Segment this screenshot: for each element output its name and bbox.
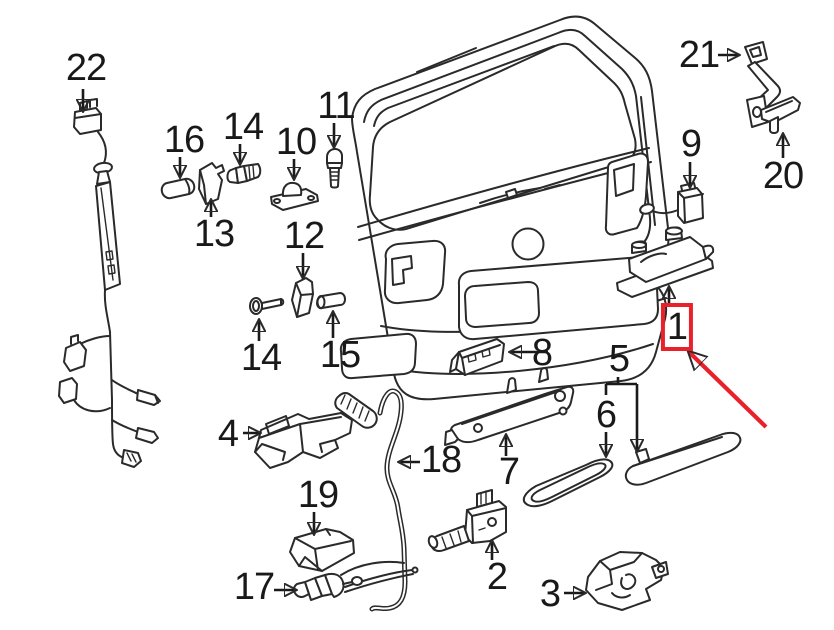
part-21-support-bracket-drawing bbox=[744, 41, 781, 128]
part-12-wedge-drawing bbox=[291, 277, 314, 318]
callout-19-boot-cover[interactable]: 19 bbox=[297, 474, 339, 516]
part-10-striker-drawing bbox=[270, 181, 319, 211]
callout-13-bracket[interactable]: 13 bbox=[193, 213, 235, 255]
part-6-handle-seal-drawing bbox=[522, 458, 614, 508]
part-4-mounting-bracket-drawing bbox=[254, 412, 353, 469]
callout-20-lamp-lens[interactable]: 20 bbox=[762, 155, 804, 197]
callout-5-outer-handle[interactable]: 5 bbox=[608, 338, 630, 380]
emblem-circle bbox=[511, 227, 545, 261]
tailgate-panel-drawing bbox=[339, 15, 670, 401]
leader-arrow-layer bbox=[83, 55, 783, 593]
part-22-wiring-harness-drawing bbox=[58, 98, 161, 468]
part-2-lock-cylinder-drawing bbox=[427, 489, 507, 552]
callout-11-bolt[interactable]: 11 bbox=[317, 85, 355, 127]
part-19-boot-cover-drawing bbox=[289, 528, 355, 572]
part-1-license-plate-lamp-drawing bbox=[616, 226, 715, 298]
callout-18-release-cable[interactable]: 18 bbox=[420, 439, 462, 481]
callout-14-pin-rivet[interactable]: 14 bbox=[240, 337, 282, 379]
callout-8-bracket-plate[interactable]: 8 bbox=[531, 332, 553, 374]
part-18-release-cable-drawing bbox=[334, 388, 408, 612]
part-7-handle-carrier-drawing bbox=[444, 367, 575, 446]
license-plate-recess bbox=[457, 255, 659, 341]
part-8-bracket-plate-drawing bbox=[449, 338, 505, 376]
callout-6-handle-seal[interactable]: 6 bbox=[595, 394, 617, 436]
part-11-bolt-drawing bbox=[326, 148, 343, 189]
callout-1-license-plate-lamp-highlighted[interactable]: 1 bbox=[660, 303, 694, 351]
callout-14-screw[interactable]: 14 bbox=[222, 106, 264, 148]
callout-9-lock-switch[interactable]: 9 bbox=[680, 123, 702, 165]
callout-22-wiring-harness[interactable]: 22 bbox=[65, 47, 107, 89]
callout-4-mounting-bracket[interactable]: 4 bbox=[217, 413, 239, 455]
part-5-outer-handle-drawing bbox=[624, 431, 742, 486]
part-16-pin-drawing bbox=[160, 177, 196, 200]
part-13-bracket-drawing bbox=[198, 162, 225, 205]
callout-21-support-bracket[interactable]: 21 bbox=[678, 34, 720, 76]
left-taillight-cutout bbox=[383, 239, 447, 305]
part-14-pin-bottom-drawing bbox=[249, 297, 285, 315]
callout-12-wedge[interactable]: 12 bbox=[283, 215, 325, 257]
callout-16-pin[interactable]: 16 bbox=[163, 119, 205, 161]
part-3-latch-drawing bbox=[585, 551, 669, 611]
callout-7-handle-carrier[interactable]: 7 bbox=[498, 451, 520, 493]
part-14-screw-top-drawing bbox=[226, 163, 262, 184]
highlight-red-arrow bbox=[689, 352, 768, 429]
callout-15-bushing[interactable]: 15 bbox=[319, 334, 361, 376]
part-20-lamp-lens-drawing bbox=[760, 96, 801, 134]
callout-2-lock-cylinder[interactable]: 2 bbox=[486, 556, 508, 598]
callout-10-striker-plate[interactable]: 10 bbox=[275, 121, 317, 163]
right-taillight-cutout bbox=[604, 152, 649, 236]
part-15-bushing-drawing bbox=[316, 292, 346, 310]
callout-3-latch[interactable]: 3 bbox=[539, 573, 561, 615]
callout-17-cable-end[interactable]: 17 bbox=[233, 566, 275, 608]
